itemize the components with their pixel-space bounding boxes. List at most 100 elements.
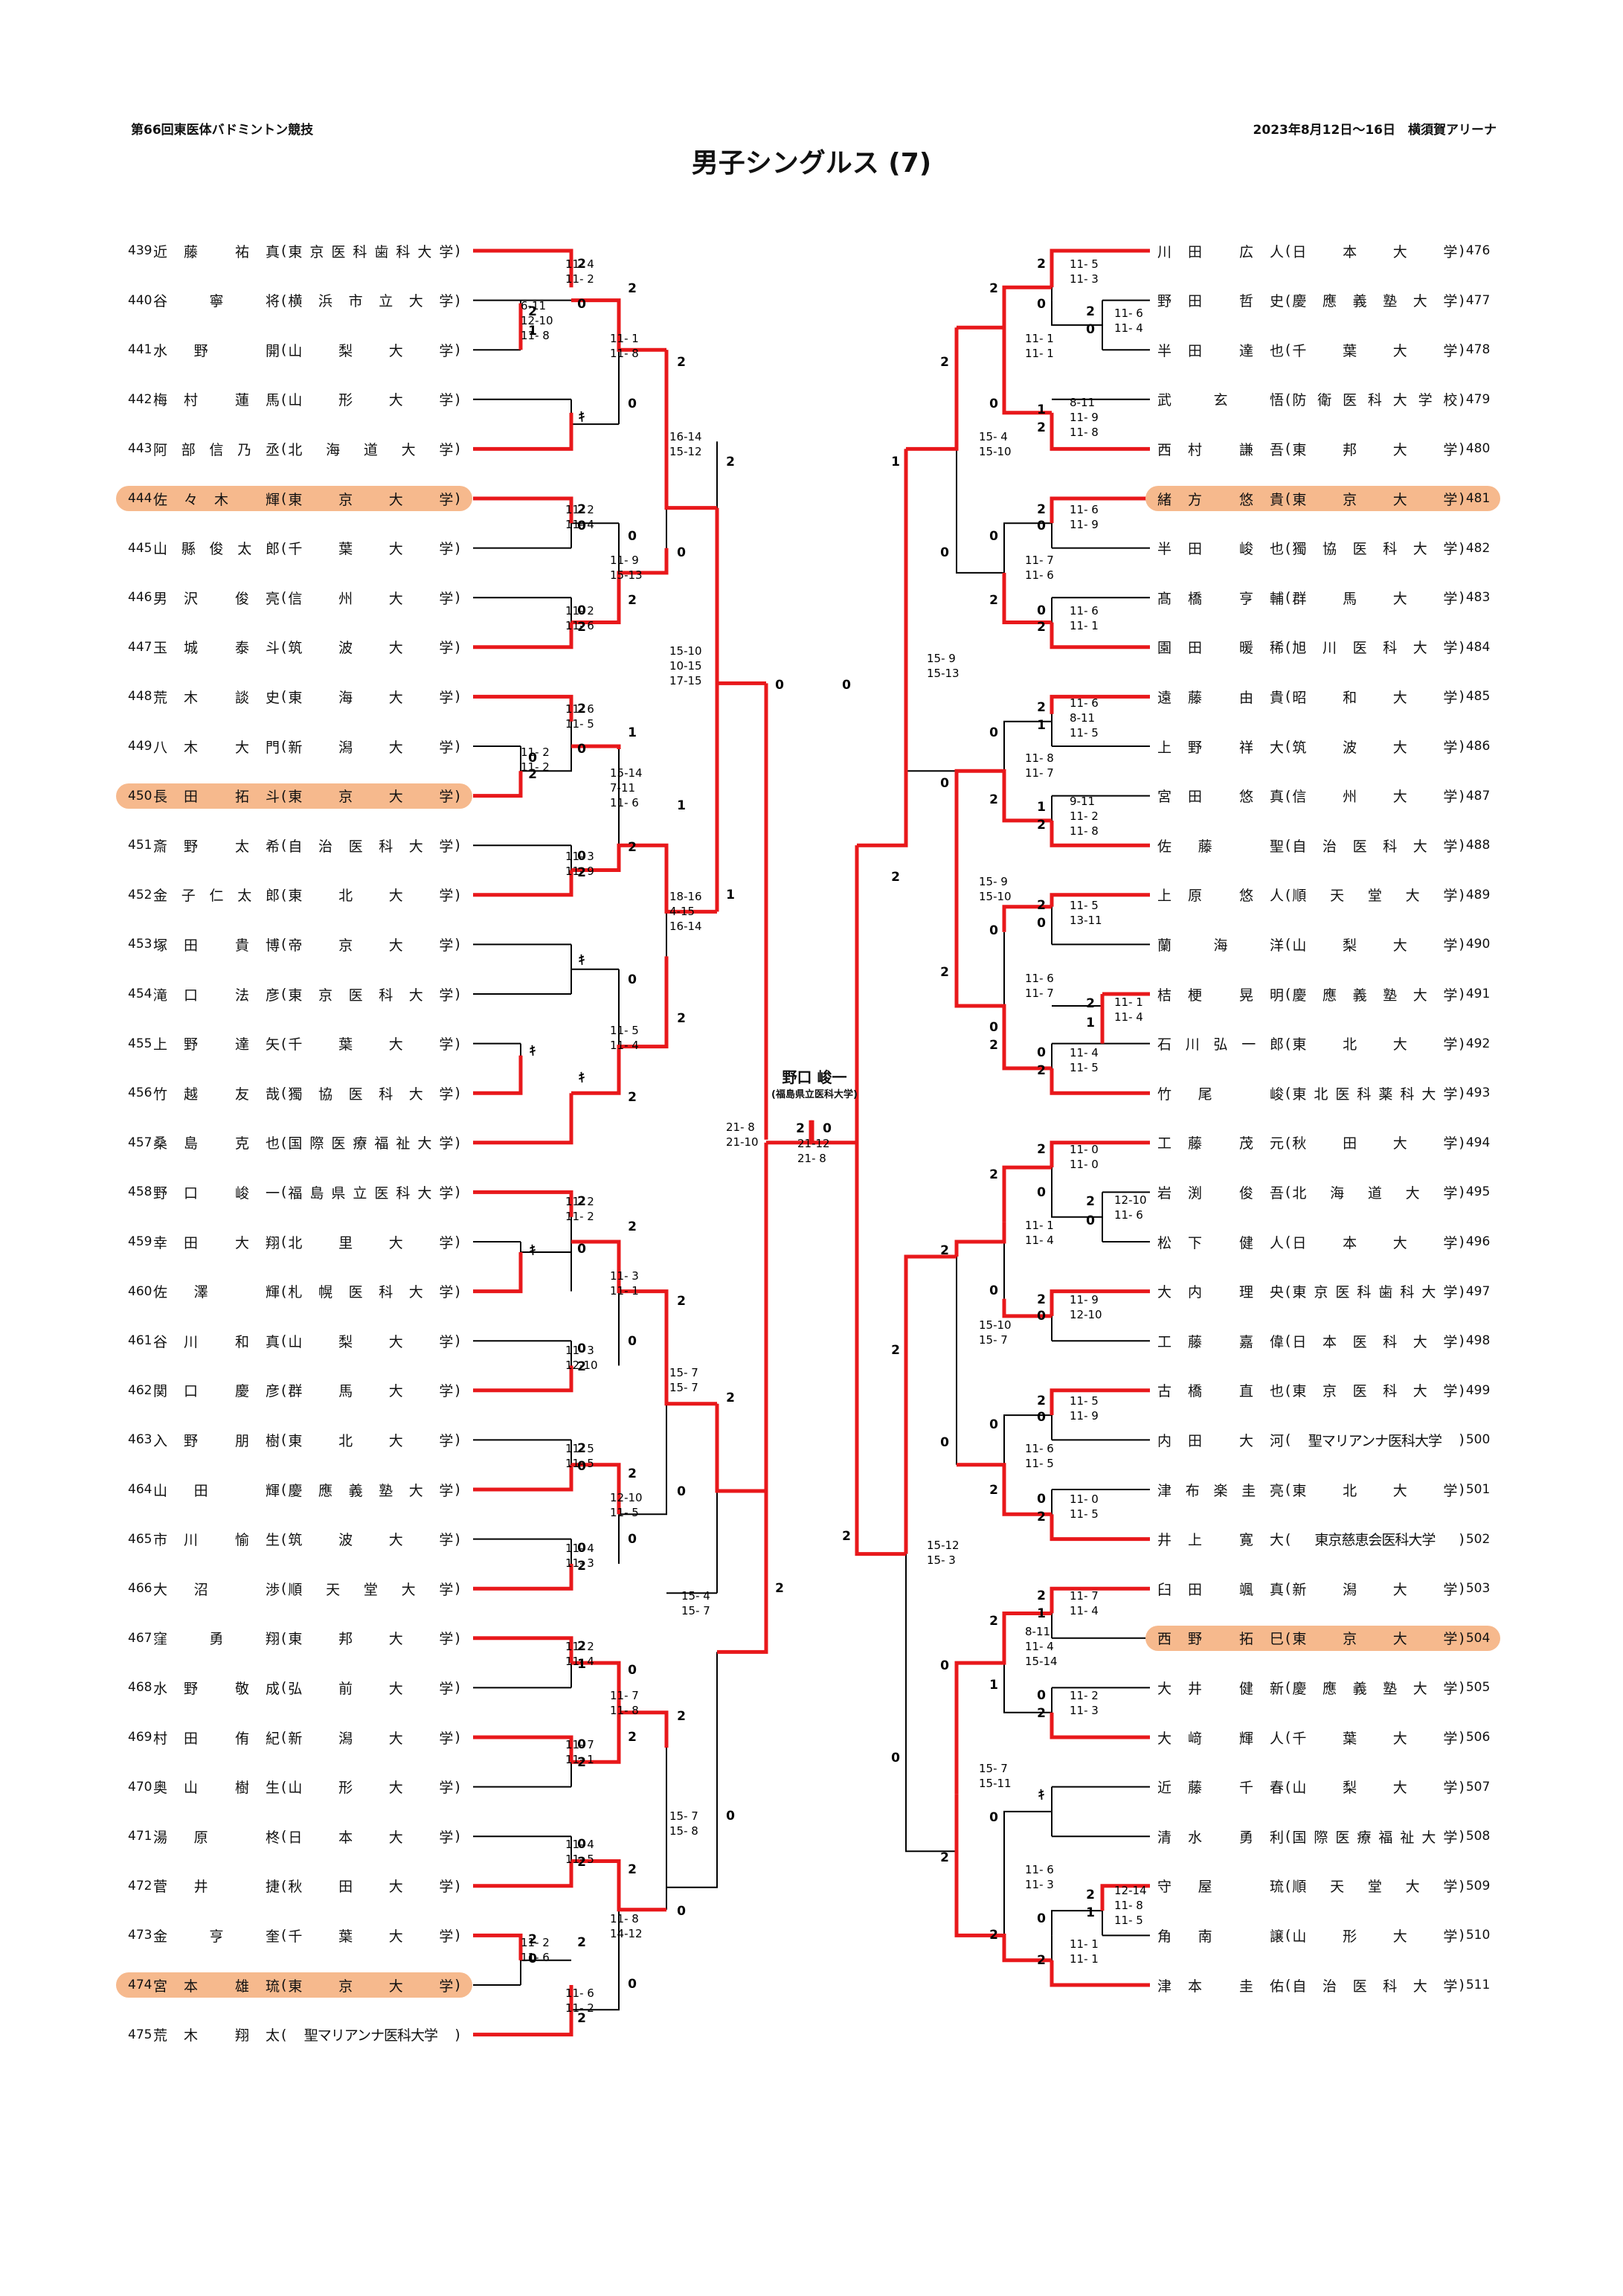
score-label: 17-15: [669, 674, 702, 687]
score-label: 11- 9: [610, 554, 639, 567]
paren-close: ): [1459, 1134, 1465, 1151]
player-name: 山田 輝: [153, 1482, 280, 1499]
paren-open: (: [281, 539, 287, 557]
score-label: 11- 3: [1070, 272, 1099, 286]
player-school: 札幌医科大学: [288, 1284, 454, 1301]
game-count-label: 2: [989, 1167, 998, 1182]
player-name: 半田 達也: [1157, 342, 1284, 359]
paren-close: ): [454, 2026, 460, 2043]
winner-line: [571, 744, 621, 749]
winner-line: [1050, 1514, 1150, 1542]
game-count-label: 2: [891, 1343, 900, 1358]
player-school: 東邦大学: [1292, 441, 1458, 458]
game-count-label: 2: [1037, 898, 1046, 913]
winner-line: [473, 622, 573, 650]
paren-close: ): [1459, 886, 1465, 903]
winner-line: [473, 1861, 573, 1888]
game-count-label: 0: [842, 678, 851, 693]
game-count-label: 0: [989, 1020, 998, 1035]
player-school: 山梨大学: [288, 1333, 454, 1350]
player-number: 480: [1465, 441, 1491, 457]
paren-open: (: [281, 440, 287, 458]
game-count-label: 0: [1086, 322, 1095, 337]
paren-close: ): [454, 1134, 460, 1151]
game-count-label: 1: [1037, 403, 1046, 417]
score-label: 8-11: [1025, 1625, 1050, 1638]
game-count-label: 2: [1086, 1888, 1095, 1902]
player-school: 日本大学: [1292, 1234, 1458, 1251]
player-number: 452: [128, 887, 152, 902]
player-name: 滝口 法彦: [153, 987, 280, 1004]
paren-close: ): [454, 391, 460, 408]
game-count-label: 0: [989, 1283, 998, 1298]
game-count-label: 2: [940, 1850, 949, 1865]
game-count-label: 2: [577, 1755, 586, 1770]
loser-line: [1003, 522, 1052, 573]
score-label: 8-11: [1070, 396, 1095, 409]
player-school: 千葉大学: [1292, 342, 1458, 359]
winner-line: [1002, 905, 1052, 932]
paren-open: (: [281, 1778, 287, 1795]
paren-close: ): [454, 1729, 460, 1745]
winner-line: [904, 1254, 957, 1554]
player-school: 山形大学: [288, 1780, 454, 1797]
score-label: 11- 2: [1070, 809, 1099, 823]
score-label: 11- 4: [565, 1542, 594, 1555]
player-school: 千葉大学: [288, 541, 454, 558]
paren-open: (: [1285, 292, 1291, 309]
player-name: 工藤 茂元: [1157, 1135, 1284, 1152]
winner-line: [1050, 1388, 1150, 1416]
player-school: 筑波大学: [288, 1532, 454, 1549]
winner-line: [473, 248, 573, 268]
game-count-label: 2: [528, 767, 537, 782]
player-row: 大井 健新(慶應義塾大学)505: [1157, 1675, 1490, 1700]
player-school: 順天堂大学: [1292, 888, 1458, 905]
game-count-label: 2: [677, 1709, 686, 1724]
game-count-label: 2: [528, 1932, 537, 1947]
player-school: 自治医科大学: [288, 838, 454, 855]
score-label: 11- 8: [1025, 751, 1054, 765]
score-label: 16-14: [669, 430, 702, 443]
game-count-label: 0: [989, 725, 998, 740]
player-name: 桔梗 晃明: [1157, 987, 1284, 1004]
score-label: 11- 8: [521, 329, 550, 342]
winner-line: [571, 1710, 669, 1764]
game-count-label: ｷ: [530, 1243, 536, 1258]
winner-line: [1050, 893, 1150, 907]
player-row: 津本 圭佑(自治医科大学)511: [1157, 1972, 1490, 1998]
paren-close: ): [454, 1530, 460, 1548]
player-row: 内田 大河(聖マリアンナ医科大学)500: [1157, 1427, 1490, 1452]
score-label: 15- 7: [669, 1381, 698, 1394]
game-count-label: 2: [628, 281, 637, 296]
player-school: 順天堂大学: [288, 1581, 454, 1598]
player-number: 454: [128, 987, 152, 1001]
winner-line: [571, 548, 669, 624]
player-number: 440: [128, 292, 152, 308]
player-number: 475: [128, 2027, 152, 2042]
player-number: 489: [1465, 887, 1491, 902]
player-school: 東北大学: [288, 888, 454, 905]
score-label: 11- 3: [610, 1269, 639, 1283]
game-count-label: 2: [1086, 1194, 1095, 1209]
paren-open: (: [281, 1382, 287, 1399]
game-count-label: 2: [577, 1559, 586, 1574]
game-count-label: 2: [1037, 620, 1046, 635]
score-label: 12-10: [521, 314, 553, 327]
game-count-label: 2: [1037, 1510, 1046, 1524]
player-number: 501: [1465, 1482, 1491, 1497]
score-label: 11- 5: [565, 1853, 594, 1866]
player-number: 483: [1465, 590, 1491, 606]
champion-name: 野口 峻一: [782, 1068, 847, 1086]
player-number: 456: [128, 1086, 152, 1101]
score-label: 11- 6: [1025, 1863, 1054, 1876]
player-row: 遠藤 由貴(昭和大学)485: [1157, 684, 1490, 709]
paren-open: (: [281, 2026, 287, 2043]
game-count-label: 1: [628, 725, 637, 740]
player-school: 新潟大学: [1292, 1581, 1458, 1598]
score-label: 11- 1: [1070, 1937, 1099, 1951]
score-label: 11- 4: [565, 1838, 594, 1851]
score-label: 11- 4: [610, 1039, 639, 1052]
paren-open: (: [1285, 1679, 1291, 1696]
